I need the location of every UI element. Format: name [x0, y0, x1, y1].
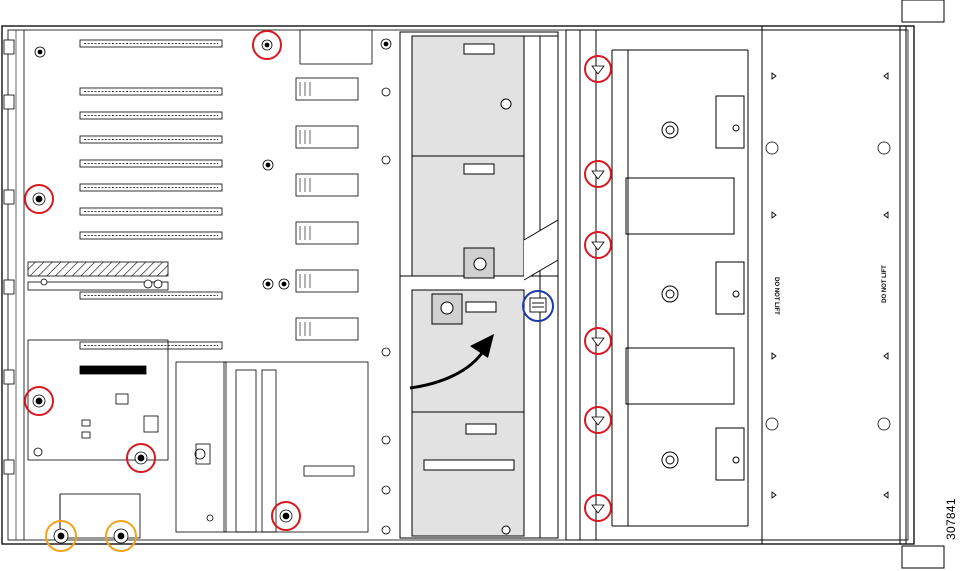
board-screws: [33, 38, 392, 535]
pcie-slot: [79, 39, 223, 48]
air-shroud: [399, 31, 559, 539]
front-bezel: [761, 0, 945, 569]
chassis: [1, 25, 915, 545]
blue-callout: [522, 290, 554, 322]
red-callout: [584, 231, 612, 259]
red-callout: [252, 30, 282, 60]
orange-callouts: [45, 520, 137, 552]
red-callout: [584, 406, 612, 434]
red-callout: [126, 443, 156, 473]
pcie-slot: [79, 135, 223, 144]
latch-clip-icon: [529, 297, 547, 313]
red-callout: [271, 501, 301, 531]
fan-module-label-right: DO NOT LIFT: [882, 265, 888, 303]
top-bracket: [299, 29, 373, 65]
pcie-slot: [79, 183, 223, 192]
pcie-slot: [79, 291, 223, 300]
blue-callouts: [522, 290, 554, 322]
red-callout: [584, 327, 612, 355]
chassis-left-edge-tabs: [3, 39, 15, 475]
figure-id: 307841: [944, 498, 958, 540]
red-callout: [24, 184, 54, 214]
lower-left-board: [27, 339, 369, 540]
red-callout: [584, 160, 612, 188]
pcie-slot: [79, 111, 223, 120]
fan-module-logos: [765, 141, 891, 431]
red-callout: [584, 55, 612, 83]
pcie-slot: [79, 207, 223, 216]
curved-arrow-icon: [409, 334, 494, 390]
red-callout: [24, 386, 54, 416]
memory-connectors: [295, 77, 359, 341]
pcie-slot: [79, 341, 223, 350]
orange-callout: [105, 520, 137, 552]
orange-callout: [45, 520, 77, 552]
pcie-slot: [79, 159, 223, 168]
red-callouts: [24, 30, 612, 531]
pcie-slots: [79, 39, 223, 350]
captive-screw-icon: [53, 528, 129, 544]
red-callout: [584, 494, 612, 522]
bezel-markers: [771, 72, 889, 499]
hatched-bracket: [27, 261, 169, 291]
fan-module-label-left: DO NOT LIFT: [773, 277, 779, 315]
pcie-slot: [79, 231, 223, 240]
pcie-slot: [79, 87, 223, 96]
fan-cage: [565, 29, 763, 541]
red-callout-screws: [32, 39, 605, 523]
